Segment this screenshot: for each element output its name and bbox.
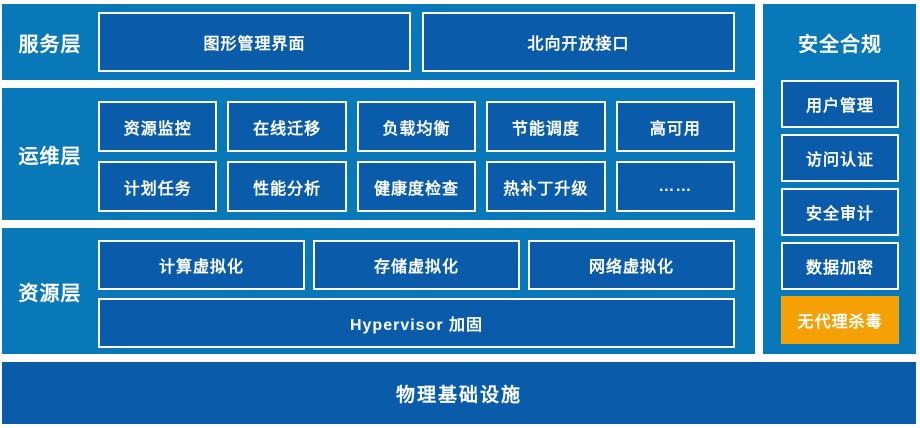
box-health-check: 健康度检查 [356, 161, 477, 212]
diagram-main-area: 服务层 图形管理界面 北向开放接口 运维层 资源监控 在线迁移 负载均衡 节能调… [2, 4, 916, 354]
box-agentless-antivirus: 无代理杀毒 [781, 296, 899, 344]
box-scheduled-tasks: 计划任务 [98, 161, 218, 212]
box-access-authentication: 访问认证 [781, 134, 899, 182]
layer-label-resource: 资源层 [18, 282, 82, 305]
box-user-management: 用户管理 [781, 80, 899, 128]
hypervisor-row: Hypervisor 加固 [98, 298, 735, 348]
box-network-virtualization: 网络虚拟化 [528, 240, 735, 290]
layer-service-content: 图形管理界面 北向开放接口 [98, 4, 755, 80]
box-storage-virtualization: 存储虚拟化 [313, 240, 520, 290]
box-online-migration: 在线迁移 [227, 101, 347, 152]
box-performance-analysis: 性能分析 [227, 161, 347, 212]
box-resource-monitoring: 资源监控 [98, 101, 218, 152]
layer-service: 服务层 图形管理界面 北向开放接口 [2, 4, 755, 80]
box-northbound-open-api: 北向开放接口 [422, 12, 735, 72]
operations-row-1: 资源监控 在线迁移 负载均衡 节能调度 高可用 [98, 101, 736, 152]
virtualization-row: 计算虚拟化 存储虚拟化 网络虚拟化 [98, 240, 735, 290]
box-more-ellipsis: …… [615, 161, 736, 212]
box-hypervisor-hardening: Hypervisor 加固 [98, 298, 735, 348]
layer-stack: 服务层 图形管理界面 北向开放接口 运维层 资源监控 在线迁移 负载均衡 节能调… [2, 4, 755, 354]
service-row: 图形管理界面 北向开放接口 [98, 12, 735, 72]
layer-label-service: 服务层 [18, 33, 82, 56]
layer-resource: 资源层 计算虚拟化 存储虚拟化 网络虚拟化 Hypervisor 加固 [2, 228, 755, 354]
security-panel-title: 安全合规 [798, 33, 882, 56]
box-data-encryption: 数据加密 [781, 242, 899, 290]
box-energy-saving-scheduling: 节能调度 [486, 101, 606, 152]
box-graphical-management-ui: 图形管理界面 [98, 12, 411, 72]
box-compute-virtualization: 计算虚拟化 [98, 240, 305, 290]
layer-operations-content: 资源监控 在线迁移 负载均衡 节能调度 高可用 计划任务 性能分析 健康度检查 … [98, 88, 755, 220]
box-hot-patch-upgrade: 热补丁升级 [486, 161, 606, 212]
box-high-availability: 高可用 [615, 101, 736, 152]
layer-label-operations: 运维层 [18, 145, 82, 168]
operations-row-2: 计划任务 性能分析 健康度检查 热补丁升级 …… [98, 161, 736, 212]
layer-resource-content: 计算虚拟化 存储虚拟化 网络虚拟化 Hypervisor 加固 [98, 228, 755, 354]
security-compliance-panel: 安全合规 用户管理 访问认证 安全审计 数据加密 无代理杀毒 [763, 4, 916, 354]
box-load-balancing: 负载均衡 [356, 101, 477, 152]
physical-infrastructure-bar: 物理基础设施 [2, 362, 916, 424]
layer-operations: 运维层 资源监控 在线迁移 负载均衡 节能调度 高可用 计划任务 性能分析 健康… [2, 88, 755, 220]
box-security-audit: 安全审计 [781, 188, 899, 236]
